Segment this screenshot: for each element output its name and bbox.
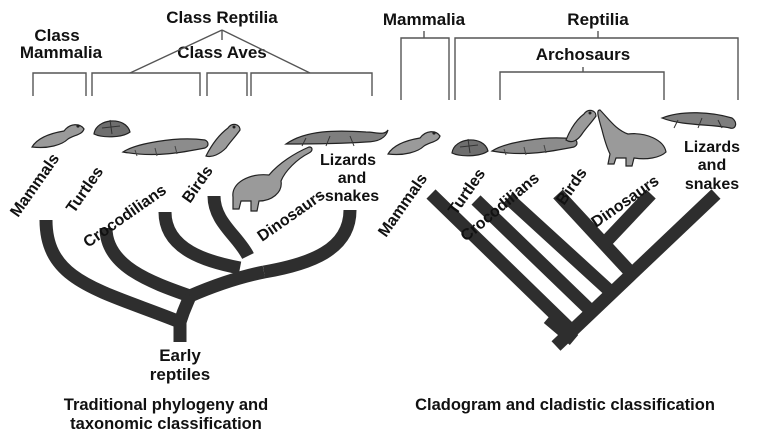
archosaurs-label: Archosaurs xyxy=(536,45,630,64)
lizard-icon xyxy=(662,113,736,129)
left-caption-line1: Traditional phylogeny and xyxy=(64,396,268,414)
class-aves-bracket xyxy=(207,73,247,96)
taxon-lizards-label-line1: Lizards xyxy=(320,152,376,169)
left-phylogeny-tree xyxy=(46,196,350,342)
branch-early-reptiles-fan xyxy=(190,272,264,296)
archosaurs-bracket xyxy=(500,67,664,100)
reptilia-bracket xyxy=(455,31,738,100)
taxon-lizards-label-right-line3: snakes xyxy=(685,176,739,193)
reptilia-label: Reptilia xyxy=(567,10,629,29)
left-brackets xyxy=(33,30,372,96)
turtles-croc-bracket xyxy=(92,73,200,96)
weasel-icon xyxy=(388,131,440,154)
bird-icon xyxy=(206,124,240,156)
weasel-icon xyxy=(32,124,84,147)
right-brackets xyxy=(401,31,738,100)
taxon-lizards-label-right-line1: Lizards xyxy=(684,139,740,156)
cladogram-tree xyxy=(431,194,716,346)
lizard-icon xyxy=(286,130,388,146)
bird-icon xyxy=(566,110,596,141)
class-mammalia-label-line2: Mammalia xyxy=(20,43,103,62)
early-reptiles-label-line1: Early xyxy=(159,346,201,365)
class-mammalia-bracket xyxy=(33,73,86,96)
left-caption-line2: taxonomic classification xyxy=(70,415,262,433)
dino-lizard-bracket xyxy=(251,73,372,96)
taxon-mammals-label-right: Mammals xyxy=(375,171,431,241)
class-reptilia-label: Class Reptilia xyxy=(166,8,278,27)
taxon-mammals-label: Mammals xyxy=(7,151,63,221)
branch-root-join xyxy=(180,296,190,322)
turtle-icon xyxy=(452,139,488,156)
right-animals xyxy=(388,110,736,166)
crocodile-icon xyxy=(492,138,577,155)
mammalia-bracket xyxy=(401,31,449,100)
turtle-icon xyxy=(94,120,130,137)
branch-birds xyxy=(214,196,248,256)
sauropod-icon xyxy=(598,110,666,166)
early-reptiles-label-line2: reptiles xyxy=(150,365,210,384)
taxon-lizards-label-line3: snakes xyxy=(325,188,379,205)
crocodile-icon xyxy=(123,139,208,156)
taxon-turtles-label: Turtles xyxy=(63,164,107,217)
mammalia-label: Mammalia xyxy=(383,10,466,29)
left-panel: Class Reptilia Class Mammalia Class Aves xyxy=(7,8,388,433)
right-caption: Cladogram and cladistic classification xyxy=(415,396,715,414)
taxon-lizards-label-line2: and xyxy=(338,170,366,187)
right-panel: Mammalia Reptilia Archosaurs xyxy=(375,10,740,414)
taxon-lizards-label-right-line2: and xyxy=(698,157,726,174)
